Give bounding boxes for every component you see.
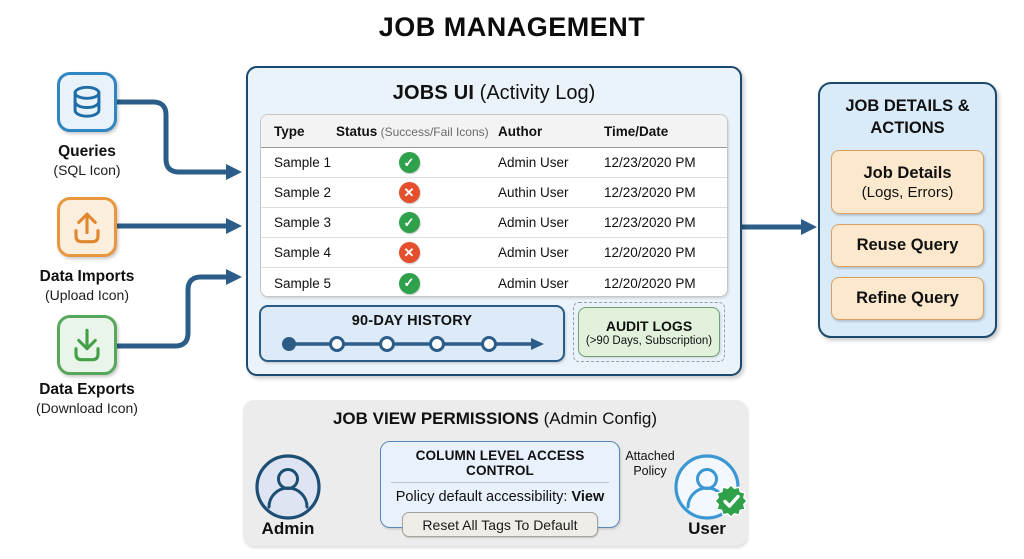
page-title: JOB MANAGEMENT [378, 12, 646, 42]
jobs-ui-title: JOBS UI (Activity Log) [246, 82, 742, 105]
attached-policy-line2: Policy [633, 464, 667, 478]
history-box: 90-DAY HISTORY [259, 305, 565, 362]
job-details-title-line1: JOB DETAILS & [845, 97, 970, 115]
clac-divider [391, 482, 609, 483]
job-details-title-line2: ACTIONS [870, 119, 945, 137]
row-status: ✓ [336, 152, 498, 173]
refine-query-label: Refine Query [856, 289, 959, 307]
row-author: Admin User [498, 275, 569, 291]
source-queries-sublabel: (SQL Icon) [53, 162, 121, 178]
exports-arrow [117, 269, 242, 349]
row-type: Sample 1 [274, 155, 332, 170]
reuse-query-label: Reuse Query [856, 236, 959, 254]
clac-title: COLUMN LEVEL ACCESS CONTROL [415, 448, 585, 478]
database-icon [57, 72, 117, 132]
admin-label: Admin [261, 519, 315, 538]
success-check-icon: ✓ [398, 272, 420, 294]
row-type: Sample 5 [274, 275, 332, 291]
user-label: User [688, 519, 726, 538]
reuse-query-button[interactable]: Reuse Query [831, 224, 984, 267]
source-exports-label: Data Exports [39, 381, 135, 398]
col-header-status: Status (Success/Fail Icons) [336, 124, 498, 139]
reset-tags-button[interactable]: Reset All Tags To Default [402, 512, 598, 537]
table-row: Sample 5 ✓ Admin User 12/20/2020 PM [261, 268, 727, 296]
success-check-icon: ✓ [398, 152, 420, 173]
col-header-status-bold: Status [336, 123, 378, 139]
policy-label: Policy default accessibility: [395, 489, 572, 505]
source-queries [57, 72, 117, 132]
audit-logs-note: (>90 Days, Subscription) [585, 334, 713, 347]
row-author: Admin User [498, 245, 569, 260]
job-details-button-label: Job Details [863, 163, 952, 182]
success-check-icon: ✓ [398, 212, 420, 233]
jobs-ui-title-bold: JOBS UI [392, 82, 475, 104]
table-row: Sample 4 ✕ Admin User 12/20/2020 PM [261, 238, 727, 268]
job-details-panel-title: JOB DETAILS & ACTIONS [818, 95, 997, 139]
activity-log-table: Type Status (Success/Fail Icons) Author … [260, 114, 728, 297]
job-details-button[interactable]: Job Details (Logs, Errors) [831, 150, 984, 214]
permissions-title-rest: (Admin Config) [538, 409, 658, 428]
row-time: 12/20/2020 PM [604, 245, 696, 260]
attached-policy-line1: Attached [625, 449, 675, 463]
audit-logs-inner: AUDIT LOGS (>90 Days, Subscription) [578, 307, 720, 357]
table-row: Sample 2 ✕ Authin User 12/23/2020 PM [261, 178, 727, 208]
download-icon [57, 315, 117, 375]
row-status: ✓ [336, 212, 498, 233]
source-exports-sublabel: (Download Icon) [36, 400, 138, 416]
row-type: Sample 4 [274, 245, 332, 260]
job-details-button-note: (Logs, Errors) [861, 183, 954, 201]
queries-arrow [117, 99, 242, 180]
row-type: Sample 3 [274, 215, 332, 230]
row-author: Authin User [498, 185, 569, 200]
audit-logs-box: AUDIT LOGS (>90 Days, Subscription) [573, 302, 725, 362]
row-time: 12/20/2020 PM [604, 275, 696, 291]
col-header-author: Author [498, 123, 543, 139]
source-exports [57, 315, 117, 375]
attached-policy-label: Attached Policy [619, 449, 681, 479]
permissions-title: JOB VIEW PERMISSIONS (Admin Config) [243, 409, 747, 429]
col-header-status-note: (Success/Fail Icons) [377, 124, 489, 139]
row-time: 12/23/2020 PM [604, 185, 696, 200]
clac-policy-text: Policy default accessibility: View [381, 489, 619, 505]
policy-value: View [571, 489, 605, 505]
row-status: ✕ [336, 182, 498, 203]
col-header-type: Type [274, 123, 305, 139]
row-type: Sample 2 [274, 185, 332, 200]
row-status: ✓ [336, 272, 498, 294]
history-timeline [282, 336, 544, 352]
row-time: 12/23/2020 PM [604, 155, 696, 170]
table-row: Sample 1 ✓ Admin User 12/23/2020 PM [261, 148, 727, 178]
permissions-title-bold: JOB VIEW PERMISSIONS [332, 409, 539, 428]
admin-icon [255, 454, 321, 520]
source-imports-label: Data Imports [39, 268, 135, 285]
source-imports-sublabel: (Upload Icon) [44, 287, 130, 303]
audit-logs-label: AUDIT LOGS [605, 317, 693, 334]
row-time: 12/23/2020 PM [604, 215, 696, 230]
source-queries-label: Queries [58, 143, 116, 160]
refine-query-button[interactable]: Refine Query [831, 277, 984, 320]
row-status: ✕ [336, 242, 498, 263]
source-imports [57, 197, 117, 257]
table-row: Sample 3 ✓ Admin User 12/23/2020 PM [261, 208, 727, 238]
verified-badge-icon [714, 484, 748, 518]
table-header-row: Type Status (Success/Fail Icons) Author … [261, 115, 727, 148]
jobs-ui-title-rest: (Activity Log) [474, 82, 596, 104]
row-author: Admin User [498, 215, 569, 230]
fail-x-icon: ✕ [398, 182, 420, 203]
history-label: 90-DAY HISTORY [351, 313, 473, 329]
col-header-time: Time/Date [604, 123, 669, 139]
row-author: Admin User [498, 155, 569, 170]
column-access-control-box: COLUMN LEVEL ACCESS CONTROL Policy defau… [380, 441, 620, 537]
upload-icon [57, 197, 117, 257]
fail-x-icon: ✕ [398, 242, 420, 263]
